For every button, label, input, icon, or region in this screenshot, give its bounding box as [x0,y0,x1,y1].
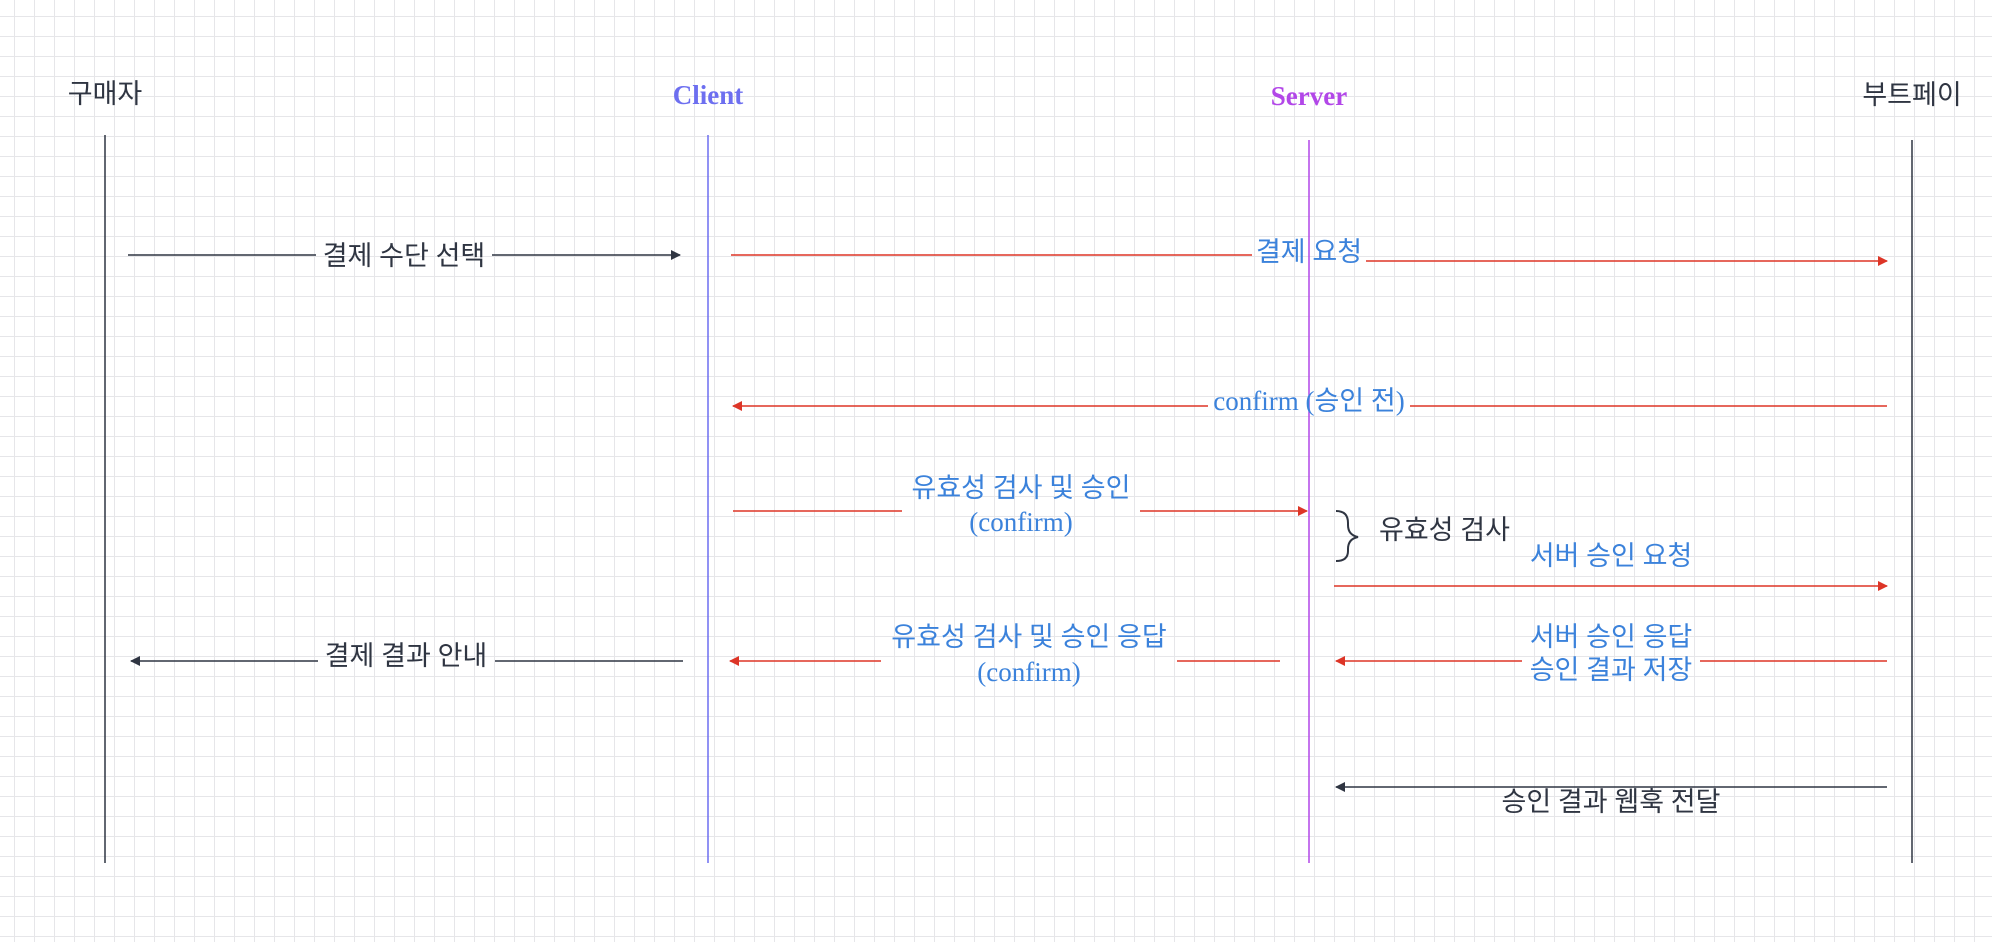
message-validate-and-approve[interactable]: 유효성 검사 및 승인 (confirm) [733,473,1308,537]
message-label: 유효성 검사 및 승인 응답 [891,622,1166,652]
note-validation[interactable]: 유효성 검사 [1335,510,1510,562]
message-label: 결제 결과 안내 [325,641,488,671]
message-label: 서버 승인 응답 [1530,622,1693,652]
message-label-sub: (confirm) [969,507,1072,537]
message-label: 결제 수단 선택 [323,241,486,271]
note-label: 유효성 검사 [1379,515,1510,545]
message-server-approval-response[interactable]: 서버 승인 응답 승인 결과 저장 [1335,622,1887,685]
message-label: 결제 요청 [1256,237,1362,267]
message-label: confirm (승인 전) [1213,386,1404,416]
message-payment-request[interactable]: 결제 요청 [731,237,1888,267]
message-select-method[interactable]: 결제 수단 선택 [128,241,681,271]
message-payment-result-notice[interactable]: 결제 결과 안내 [130,641,683,671]
message-label-sub: (confirm) [977,657,1080,687]
participant-bootpay[interactable]: 부트페이 [1862,80,1961,110]
message-label: 유효성 검사 및 승인 [912,473,1131,503]
participant-buyer[interactable]: 구매자 [68,79,143,109]
participant-server[interactable]: Server [1271,81,1347,111]
message-server-approval-request[interactable]: 서버 승인 요청 [1334,541,1888,591]
message-validate-and-approve-response[interactable]: 유효성 검사 및 승인 응답 (confirm) [729,622,1280,687]
participant-client[interactable]: Client [673,80,744,110]
message-confirm-before-approval[interactable]: confirm (승인 전) [732,386,1887,416]
message-label-sub: 승인 결과 저장 [1530,655,1693,685]
message-label: 서버 승인 요청 [1530,541,1693,571]
message-label: 승인 결과 웹훅 전달 [1502,787,1721,817]
curly-brace-icon [1335,510,1359,562]
message-approval-webhook[interactable]: 승인 결과 웹훅 전달 [1335,782,1887,817]
